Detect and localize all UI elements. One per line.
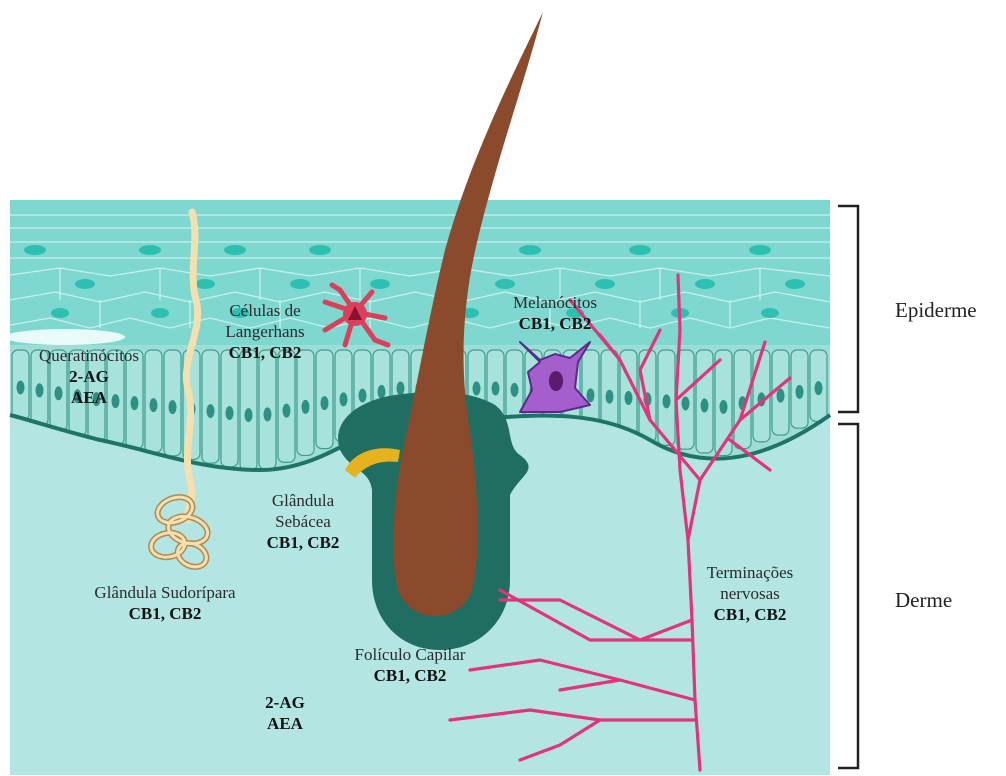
sweat-gland-label: Glândula Sudorípara CB1, CB2 xyxy=(60,582,270,624)
epidermis-bracket xyxy=(838,206,858,412)
langerhans-label: Células de Langerhans CB1, CB2 xyxy=(200,300,330,363)
epidermis-label: Epiderme xyxy=(895,298,977,323)
keratinocytes-label: Queratinócitos 2-AG AEA xyxy=(24,345,154,408)
dermis-ligands-label: 2-AG AEA xyxy=(245,692,325,734)
nerve-endings-label: Terminações nervosas CB1, CB2 xyxy=(680,562,820,625)
dermis-label: Derme xyxy=(895,588,952,613)
hair-follicle-label: Folículo Capilar CB1, CB2 xyxy=(330,644,490,686)
melanocytes-label: Melanócitos CB1, CB2 xyxy=(490,292,620,334)
dermis-bracket xyxy=(838,424,858,768)
sebaceous-gland-label: Glândula Sebácea CB1, CB2 xyxy=(248,490,358,553)
